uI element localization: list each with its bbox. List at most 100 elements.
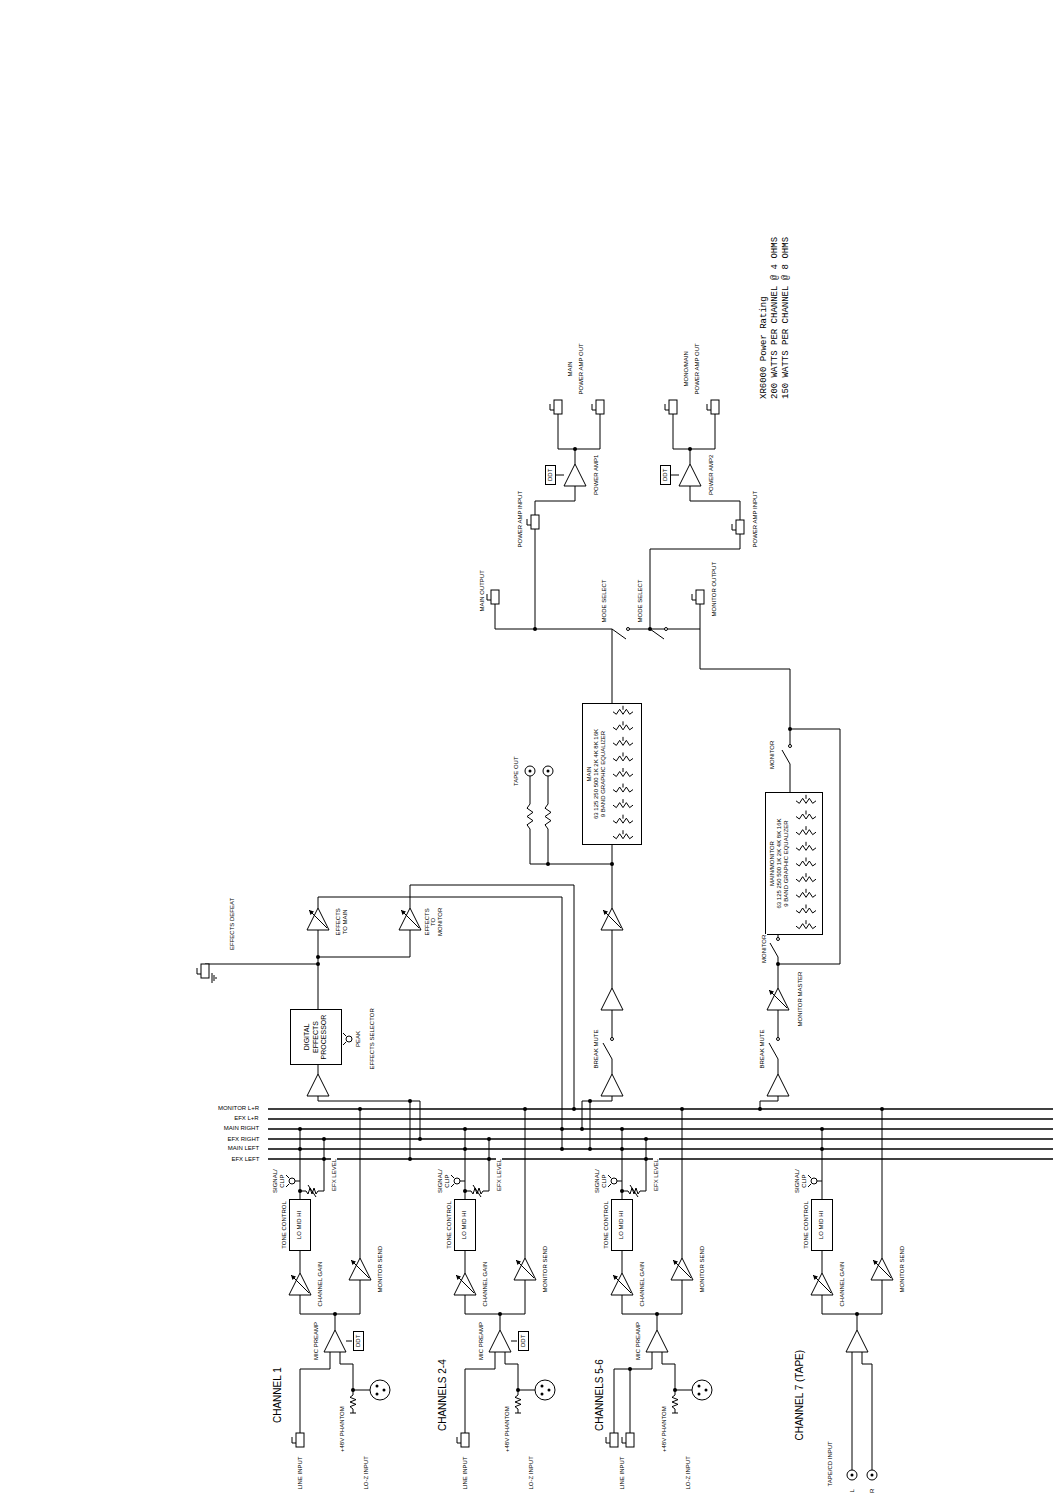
pot-arrow-head bbox=[456, 1275, 461, 1280]
wire bbox=[682, 1280, 683, 1314]
wire bbox=[822, 1129, 823, 1199]
amplifier-symbol bbox=[349, 1258, 371, 1280]
eq-slider-wiper bbox=[806, 920, 807, 924]
schematic-label: LINE INPUT bbox=[619, 1455, 626, 1490]
wire bbox=[662, 1352, 692, 1390]
jack-tip bbox=[457, 1437, 461, 1443]
schematic-label: TAPE/CD INPUT bbox=[827, 1440, 834, 1487]
pot-arrow-head bbox=[673, 1260, 678, 1265]
schematic-label: L bbox=[849, 1488, 856, 1493]
ddt-box: DDT bbox=[518, 1331, 529, 1351]
wire bbox=[465, 1191, 471, 1192]
xlr-pin bbox=[698, 1393, 701, 1396]
wire bbox=[465, 1314, 525, 1315]
pot-arrow-head bbox=[351, 1260, 356, 1265]
wire bbox=[530, 776, 531, 804]
wire bbox=[582, 1096, 612, 1129]
schematic-label: MONITOR SEND bbox=[899, 1245, 906, 1294]
schematic-label: BREAK MUTE bbox=[759, 1028, 766, 1069]
schematic-label: MIC PREAMP bbox=[478, 1321, 485, 1361]
schematic-label: CHANNEL GAIN bbox=[317, 1261, 324, 1308]
junction-dot bbox=[322, 1157, 326, 1161]
wire bbox=[778, 935, 779, 938]
eq-slider bbox=[796, 877, 816, 882]
eq-slider bbox=[613, 787, 633, 792]
ddt-box: DDT bbox=[353, 1331, 364, 1351]
wire bbox=[778, 1010, 779, 1038]
junction-dot bbox=[463, 1127, 467, 1131]
eq-slider-wiper bbox=[806, 889, 807, 893]
switch-contact bbox=[665, 628, 668, 631]
pot-arrow bbox=[630, 1185, 638, 1197]
wire bbox=[335, 1314, 336, 1330]
rating-note: XR6000 Power Rating bbox=[759, 295, 769, 400]
led-ray bbox=[451, 1175, 454, 1178]
wire bbox=[420, 1101, 421, 1139]
xlr-pin bbox=[376, 1393, 379, 1396]
schematic-label: POWER AMP INPUT bbox=[752, 490, 759, 549]
pot-arrow bbox=[473, 1185, 481, 1197]
junction-dot bbox=[628, 1367, 632, 1371]
pot-arrow bbox=[769, 990, 787, 1008]
wire bbox=[670, 475, 679, 476]
rca-pin bbox=[529, 770, 532, 773]
led-symbol bbox=[811, 1178, 817, 1184]
box-text: LO MID HI bbox=[818, 1211, 825, 1239]
wire bbox=[575, 414, 600, 449]
schematic-label: +48V PHANTOM bbox=[661, 1405, 668, 1453]
bus-name: EFX RIGHT bbox=[226, 1136, 260, 1143]
wire bbox=[535, 486, 575, 515]
eq-slider bbox=[613, 834, 633, 839]
bus-name: MAIN RIGHT bbox=[223, 1125, 260, 1132]
wire bbox=[300, 1191, 306, 1192]
eq-slider bbox=[796, 814, 816, 819]
pot-arrow-head bbox=[873, 1260, 878, 1265]
wire bbox=[214, 975, 215, 981]
wire bbox=[612, 845, 613, 908]
junction-dot bbox=[322, 1137, 326, 1141]
resistor-symbol bbox=[545, 804, 551, 829]
schematic-label: BREAK MUTE bbox=[593, 1028, 600, 1069]
schematic-label: MONITOR OUTPUT bbox=[711, 561, 718, 618]
wire bbox=[318, 930, 410, 957]
rca-connector bbox=[847, 1470, 857, 1480]
jack-tip bbox=[665, 404, 669, 410]
jack-tip bbox=[732, 524, 736, 530]
eq-slider bbox=[613, 772, 633, 777]
junction-dot bbox=[487, 1157, 491, 1161]
box-text: LO MID HI bbox=[618, 1211, 625, 1239]
pot-arrow bbox=[456, 1275, 474, 1293]
led-ray bbox=[343, 1042, 346, 1045]
wire bbox=[690, 414, 715, 449]
wire bbox=[630, 1369, 631, 1433]
xlr-connector bbox=[370, 1380, 390, 1400]
junction-dot bbox=[487, 1137, 491, 1141]
wire bbox=[505, 1352, 535, 1390]
xlr-pin bbox=[541, 1393, 544, 1396]
wire bbox=[300, 1352, 330, 1433]
xlr-connector bbox=[535, 1380, 555, 1400]
eq-slider-wiper bbox=[623, 752, 624, 756]
pot-arrow bbox=[603, 910, 621, 928]
xlr-pin bbox=[383, 1389, 386, 1392]
wire bbox=[216, 977, 217, 979]
junction-dot bbox=[644, 1137, 648, 1141]
wire bbox=[300, 1314, 360, 1315]
wire bbox=[822, 1251, 823, 1273]
junction-dot bbox=[516, 1388, 520, 1392]
amplifier-symbol bbox=[514, 1258, 536, 1280]
schematic-label: +48V PHANTOM bbox=[339, 1405, 346, 1453]
junction-dot bbox=[560, 1147, 564, 1151]
box-text: MAIN bbox=[586, 767, 593, 782]
jack-symbol bbox=[736, 520, 744, 534]
tone-control-box: TONE CONTROLLO MID HI bbox=[611, 1199, 633, 1251]
wire bbox=[650, 534, 740, 629]
junction-dot bbox=[351, 1388, 355, 1392]
eq-slider bbox=[796, 892, 816, 897]
eq-slider-wiper bbox=[623, 768, 624, 772]
jack-tip bbox=[622, 1437, 626, 1443]
box-text: LO MID HI bbox=[296, 1211, 303, 1239]
wire bbox=[622, 1129, 623, 1199]
wire bbox=[612, 1010, 613, 1038]
eq-slider-wiper bbox=[623, 830, 624, 834]
